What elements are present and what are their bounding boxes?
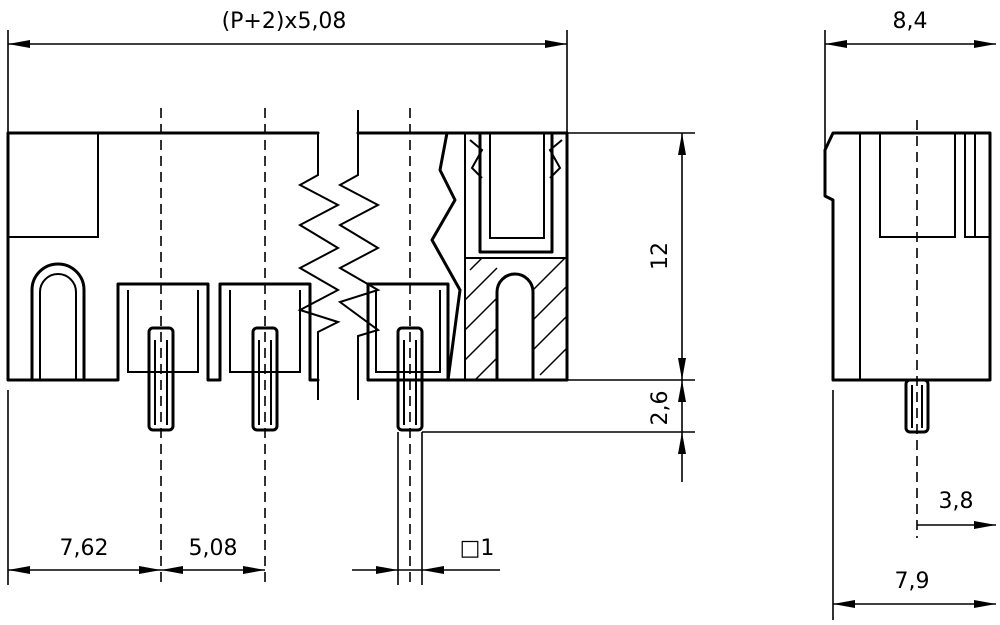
pocket-1-inner — [127, 290, 199, 373]
side-view: 8,4 3,8 7,9 — [823, 9, 996, 620]
break-line-left — [297, 133, 341, 400]
break-line-right — [337, 110, 381, 400]
arrow — [161, 566, 183, 574]
dim-total-length: (P+2)x5,08 — [222, 9, 347, 34]
dim-edge-to-first-pin: 7,62 — [60, 536, 109, 561]
arrow — [974, 600, 996, 608]
arrow — [974, 40, 996, 48]
left-slot — [30, 262, 86, 382]
latch-detail — [469, 139, 563, 179]
arrow — [678, 380, 686, 402]
arrow — [139, 566, 161, 574]
section-hatching — [464, 257, 568, 381]
front-view: (P+2)x5,08 12 2,6 7,62 5,08 □1 — [6, 9, 695, 585]
arrow — [376, 566, 398, 574]
housing-outline-left — [6, 131, 320, 382]
pocket-3-inner — [375, 290, 441, 373]
dim-base-width: 7,9 — [895, 569, 930, 594]
latch-window — [478, 131, 554, 254]
arrow — [678, 358, 686, 380]
arrow — [833, 600, 855, 608]
arrow — [974, 521, 996, 529]
arrow — [545, 40, 567, 48]
section-slot — [495, 272, 535, 382]
dim-pin-offset: 2,6 — [648, 391, 673, 426]
left-slot-inner — [39, 273, 77, 380]
latch-window-inner — [489, 133, 545, 239]
dim-pitch: 5,08 — [189, 536, 238, 561]
section-jagged-edge — [430, 131, 462, 382]
arrow — [678, 432, 686, 454]
dim-pin-length: 3,8 — [939, 489, 974, 514]
arrow — [243, 566, 265, 574]
arrow — [8, 40, 30, 48]
arrow — [422, 566, 444, 574]
left-block — [8, 133, 99, 238]
side-inner-lines — [859, 133, 990, 380]
side-outline — [823, 131, 992, 382]
arrow — [8, 566, 30, 574]
housing-outline-right — [356, 131, 569, 382]
dim-pin-square: □1 — [460, 536, 495, 561]
arrow — [825, 40, 847, 48]
dim-width-top: 8,4 — [893, 9, 928, 34]
dim-height: 12 — [648, 242, 673, 270]
arrow — [678, 133, 686, 155]
